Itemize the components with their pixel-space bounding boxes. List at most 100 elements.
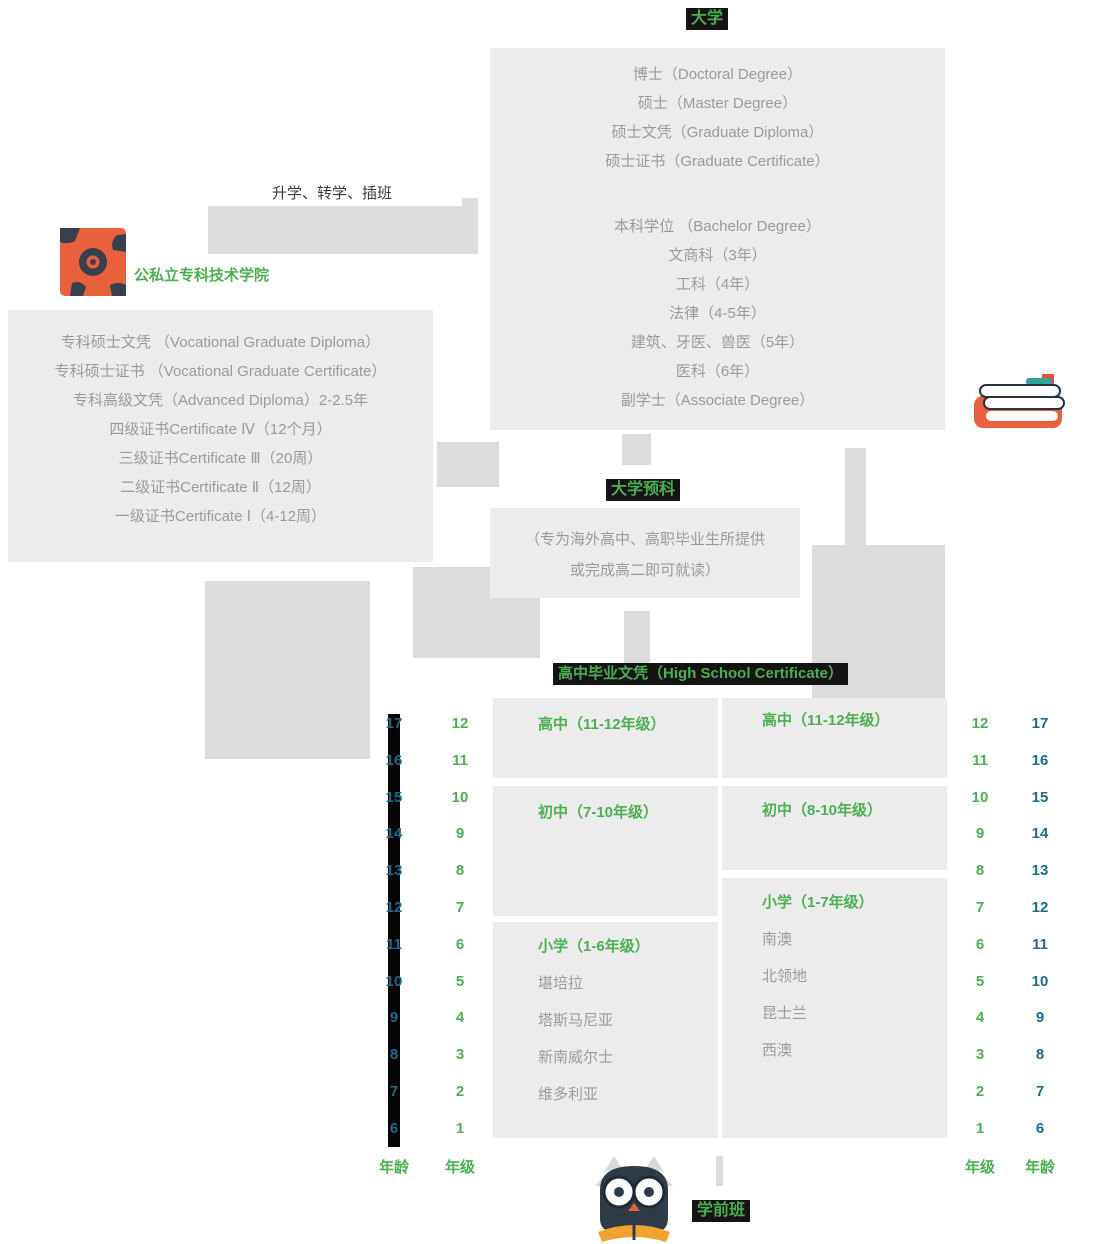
connector-uni-foundation <box>622 434 651 465</box>
qualification-line: 专科高级文凭（Advanced Diploma）2-2.5年 <box>72 392 369 409</box>
age-value: 12 <box>1031 898 1049 916</box>
grade-axis-label-right: 年级 <box>964 1159 995 1176</box>
age-axis-label-right: 年龄 <box>1024 1159 1055 1176</box>
age-value: 14 <box>1031 825 1049 843</box>
foundation-note: 或完成高二即可就读） <box>569 562 720 579</box>
degree-line: 文商科（3年） <box>668 247 767 264</box>
grade-value: 9 <box>975 825 985 843</box>
age-value: 6 <box>1035 1119 1045 1137</box>
grade-axis-label-left: 年级 <box>444 1159 475 1176</box>
age-value: 15 <box>1031 788 1049 806</box>
degree-line: 医科（6年） <box>675 363 760 380</box>
grade-value: 1 <box>975 1119 985 1137</box>
grade-value: 5 <box>455 972 465 990</box>
age-axis-label-left: 年龄 <box>378 1159 409 1176</box>
foundation-note: （专为海外高中、高职毕业生所提供 <box>524 531 765 548</box>
degree-line: 博士（Doctoral Degree） <box>632 66 803 83</box>
grade-value: 6 <box>975 935 985 953</box>
degree-line: 法律（4-5年） <box>669 305 766 322</box>
grade-value: 7 <box>975 898 985 916</box>
region-item: 昆士兰 <box>762 1005 808 1022</box>
grade-value: 1 <box>455 1119 465 1137</box>
qualification-line: 专科硕士文凭 （Vocational Graduate Diploma） <box>60 334 381 351</box>
qualification-line: 三级证书Certificate Ⅲ（20周） <box>118 450 323 467</box>
degree-line: 建筑、牙医、兽医（5年） <box>630 334 805 351</box>
grade-value: 3 <box>455 1046 465 1064</box>
age-value: 13 <box>1031 862 1049 880</box>
grade-value: 12 <box>451 715 469 732</box>
age-value: 8 <box>1035 1046 1045 1064</box>
connector-foundation-hsc <box>624 611 650 663</box>
grade-value: 9 <box>455 825 465 843</box>
right-primary-school-box: 小学（1-7年级） 南澳 北领地 昆士兰 西澳 <box>722 878 947 1138</box>
connector-left-block <box>205 581 370 759</box>
vocational-title: 公私立专科技术学院 <box>134 267 270 284</box>
transfer-label: 升学、转学、插班 <box>272 185 393 202</box>
age-value: 17 <box>1031 715 1049 732</box>
degree-line: 硕士（Master Degree） <box>637 95 798 112</box>
degree-line: 硕士文凭（Graduate Diploma） <box>611 124 824 141</box>
age-value: 10 <box>1031 972 1049 990</box>
connector-transfer <box>208 206 462 254</box>
connector-transfer-riser <box>462 198 478 254</box>
age-value: 11 <box>386 935 402 953</box>
grade-value: 12 <box>971 715 989 732</box>
age-value: 7 <box>1035 1082 1045 1100</box>
grade-value: 8 <box>455 862 465 880</box>
age-value: 10 <box>385 972 403 990</box>
age-value: 8 <box>389 1046 399 1064</box>
age-value: 16 <box>1031 751 1049 769</box>
grade-column-right: 12 11 10 9 8 7 6 5 4 3 2 1 <box>958 706 1002 1148</box>
age-value: 7 <box>389 1082 399 1100</box>
age-scale-bar <box>388 714 400 1147</box>
region-item: 西澳 <box>762 1042 793 1059</box>
grade-value: 2 <box>975 1082 985 1100</box>
right-primary-school-title: 小学（1-7年级） <box>762 894 874 911</box>
connector-preschool <box>716 1156 723 1186</box>
grade-value: 10 <box>451 788 469 806</box>
grade-value: 11 <box>452 751 468 769</box>
age-value: 11 <box>1032 935 1048 953</box>
age-value: 13 <box>385 862 403 880</box>
qualification-line: 专科硕士证书 （Vocational Graduate Certificate） <box>54 363 387 380</box>
grade-column-left: 12 11 10 9 8 7 6 5 4 3 2 1 <box>438 706 482 1148</box>
region-item: 北领地 <box>762 968 808 985</box>
owl-icon <box>590 1154 678 1244</box>
region-item: 塔斯马尼亚 <box>538 1012 614 1029</box>
qualification-line: 四级证书Certificate Ⅳ（12个月） <box>109 421 332 438</box>
grade-value: 7 <box>455 898 465 916</box>
grade-value: 5 <box>975 972 985 990</box>
grade-value: 6 <box>455 935 465 953</box>
grade-value: 11 <box>972 751 988 769</box>
preschool-label: 学前班 <box>692 1200 751 1222</box>
university-title: 大学 <box>686 8 729 30</box>
right-middle-school-title: 初中（8-10年级） <box>762 802 883 819</box>
gear-icon <box>60 228 126 301</box>
grade-value: 4 <box>975 1009 985 1027</box>
grade-value: 3 <box>975 1046 985 1064</box>
connector-uni-right <box>845 448 866 547</box>
age-value: 17 <box>385 715 403 732</box>
book-icon <box>972 372 1066 435</box>
grade-value: 10 <box>971 788 989 806</box>
age-value: 6 <box>389 1119 399 1137</box>
right-high-school-title: 高中（11-12年级） <box>762 712 890 729</box>
region-item: 堪培拉 <box>538 975 584 992</box>
left-high-school-title: 高中（11-12年级） <box>538 716 666 733</box>
right-middle-school-box: 初中（8-10年级） <box>722 786 947 870</box>
degree-line: 本科学位 （Bachelor Degree） <box>614 218 821 235</box>
age-value: 9 <box>389 1009 399 1027</box>
degree-line: 硕士证书（Graduate Certificate） <box>605 153 830 170</box>
left-primary-school-title: 小学（1-6年级） <box>538 938 650 955</box>
region-item: 新南威尔士 <box>538 1049 614 1066</box>
grade-value: 2 <box>455 1082 465 1100</box>
left-middle-school-box: 初中（7-10年级） <box>493 786 718 916</box>
age-column-left: 17 16 15 14 13 12 11 10 9 8 7 6 <box>372 706 416 1148</box>
left-high-school-box: 高中（11-12年级） <box>493 698 718 778</box>
grade-value: 4 <box>455 1009 465 1027</box>
spacer <box>490 176 945 212</box>
qualification-line: 一级证书Certificate Ⅰ（4-12周） <box>114 508 327 525</box>
vocational-box: 专科硕士文凭 （Vocational Graduate Diploma） 专科硕… <box>8 310 433 562</box>
hsc-banner: 高中毕业文凭（High School Certificate） <box>553 663 849 685</box>
